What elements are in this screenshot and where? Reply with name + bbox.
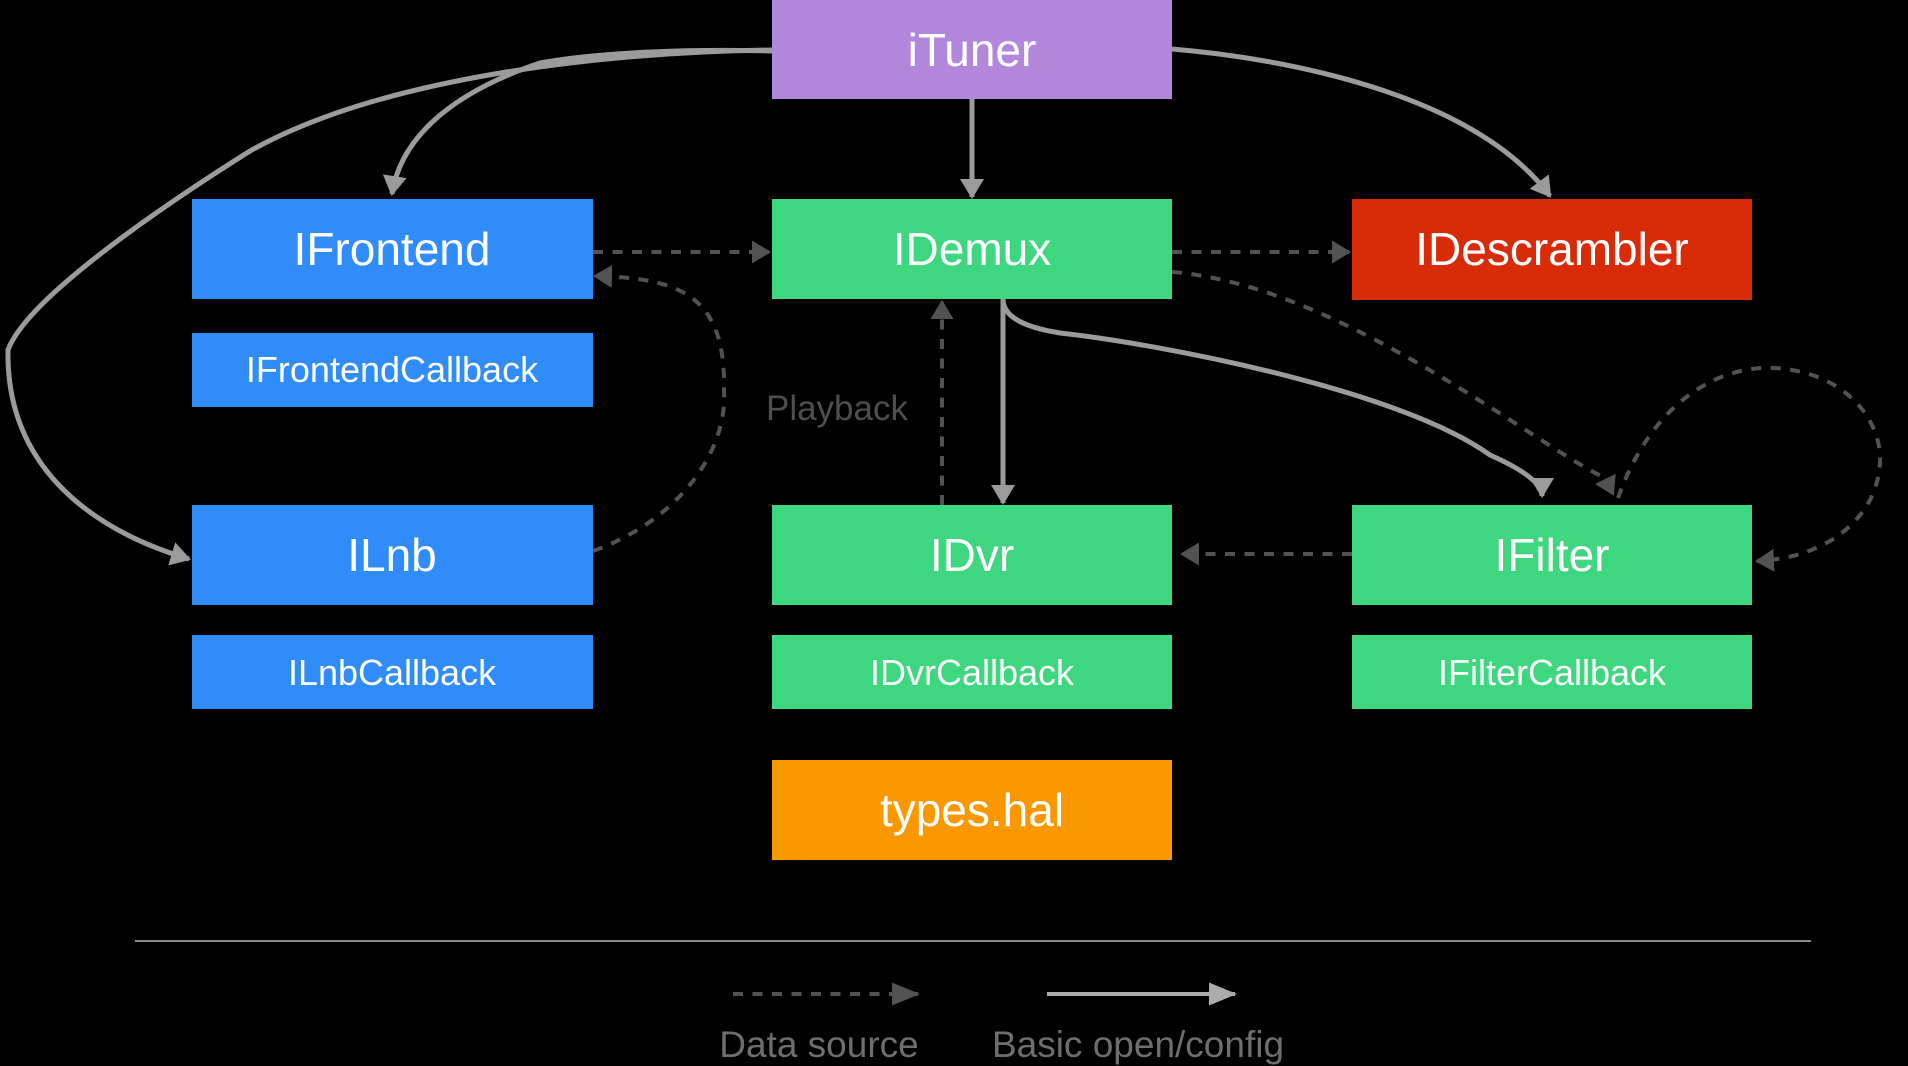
svg-text:IDescrambler: IDescrambler (1415, 223, 1689, 275)
svg-text:ILnbCallback: ILnbCallback (288, 652, 497, 693)
svg-text:IFrontend: IFrontend (294, 223, 491, 275)
svg-text:iTuner: iTuner (908, 24, 1037, 76)
svg-text:IDemux: IDemux (893, 223, 1051, 275)
svg-text:IDvr: IDvr (930, 529, 1014, 581)
svg-text:ILnb: ILnb (347, 529, 437, 581)
svg-text:Data source: Data source (719, 1024, 919, 1065)
svg-text:Playback: Playback (766, 389, 909, 428)
svg-text:types.hal: types.hal (880, 784, 1064, 836)
svg-text:IDvrCallback: IDvrCallback (870, 652, 1075, 693)
svg-text:IFilter: IFilter (1495, 529, 1610, 581)
svg-text:IFrontendCallback: IFrontendCallback (246, 349, 539, 390)
svg-text:Basic open/config: Basic open/config (992, 1024, 1284, 1065)
svg-text:IFilterCallback: IFilterCallback (1438, 652, 1667, 693)
